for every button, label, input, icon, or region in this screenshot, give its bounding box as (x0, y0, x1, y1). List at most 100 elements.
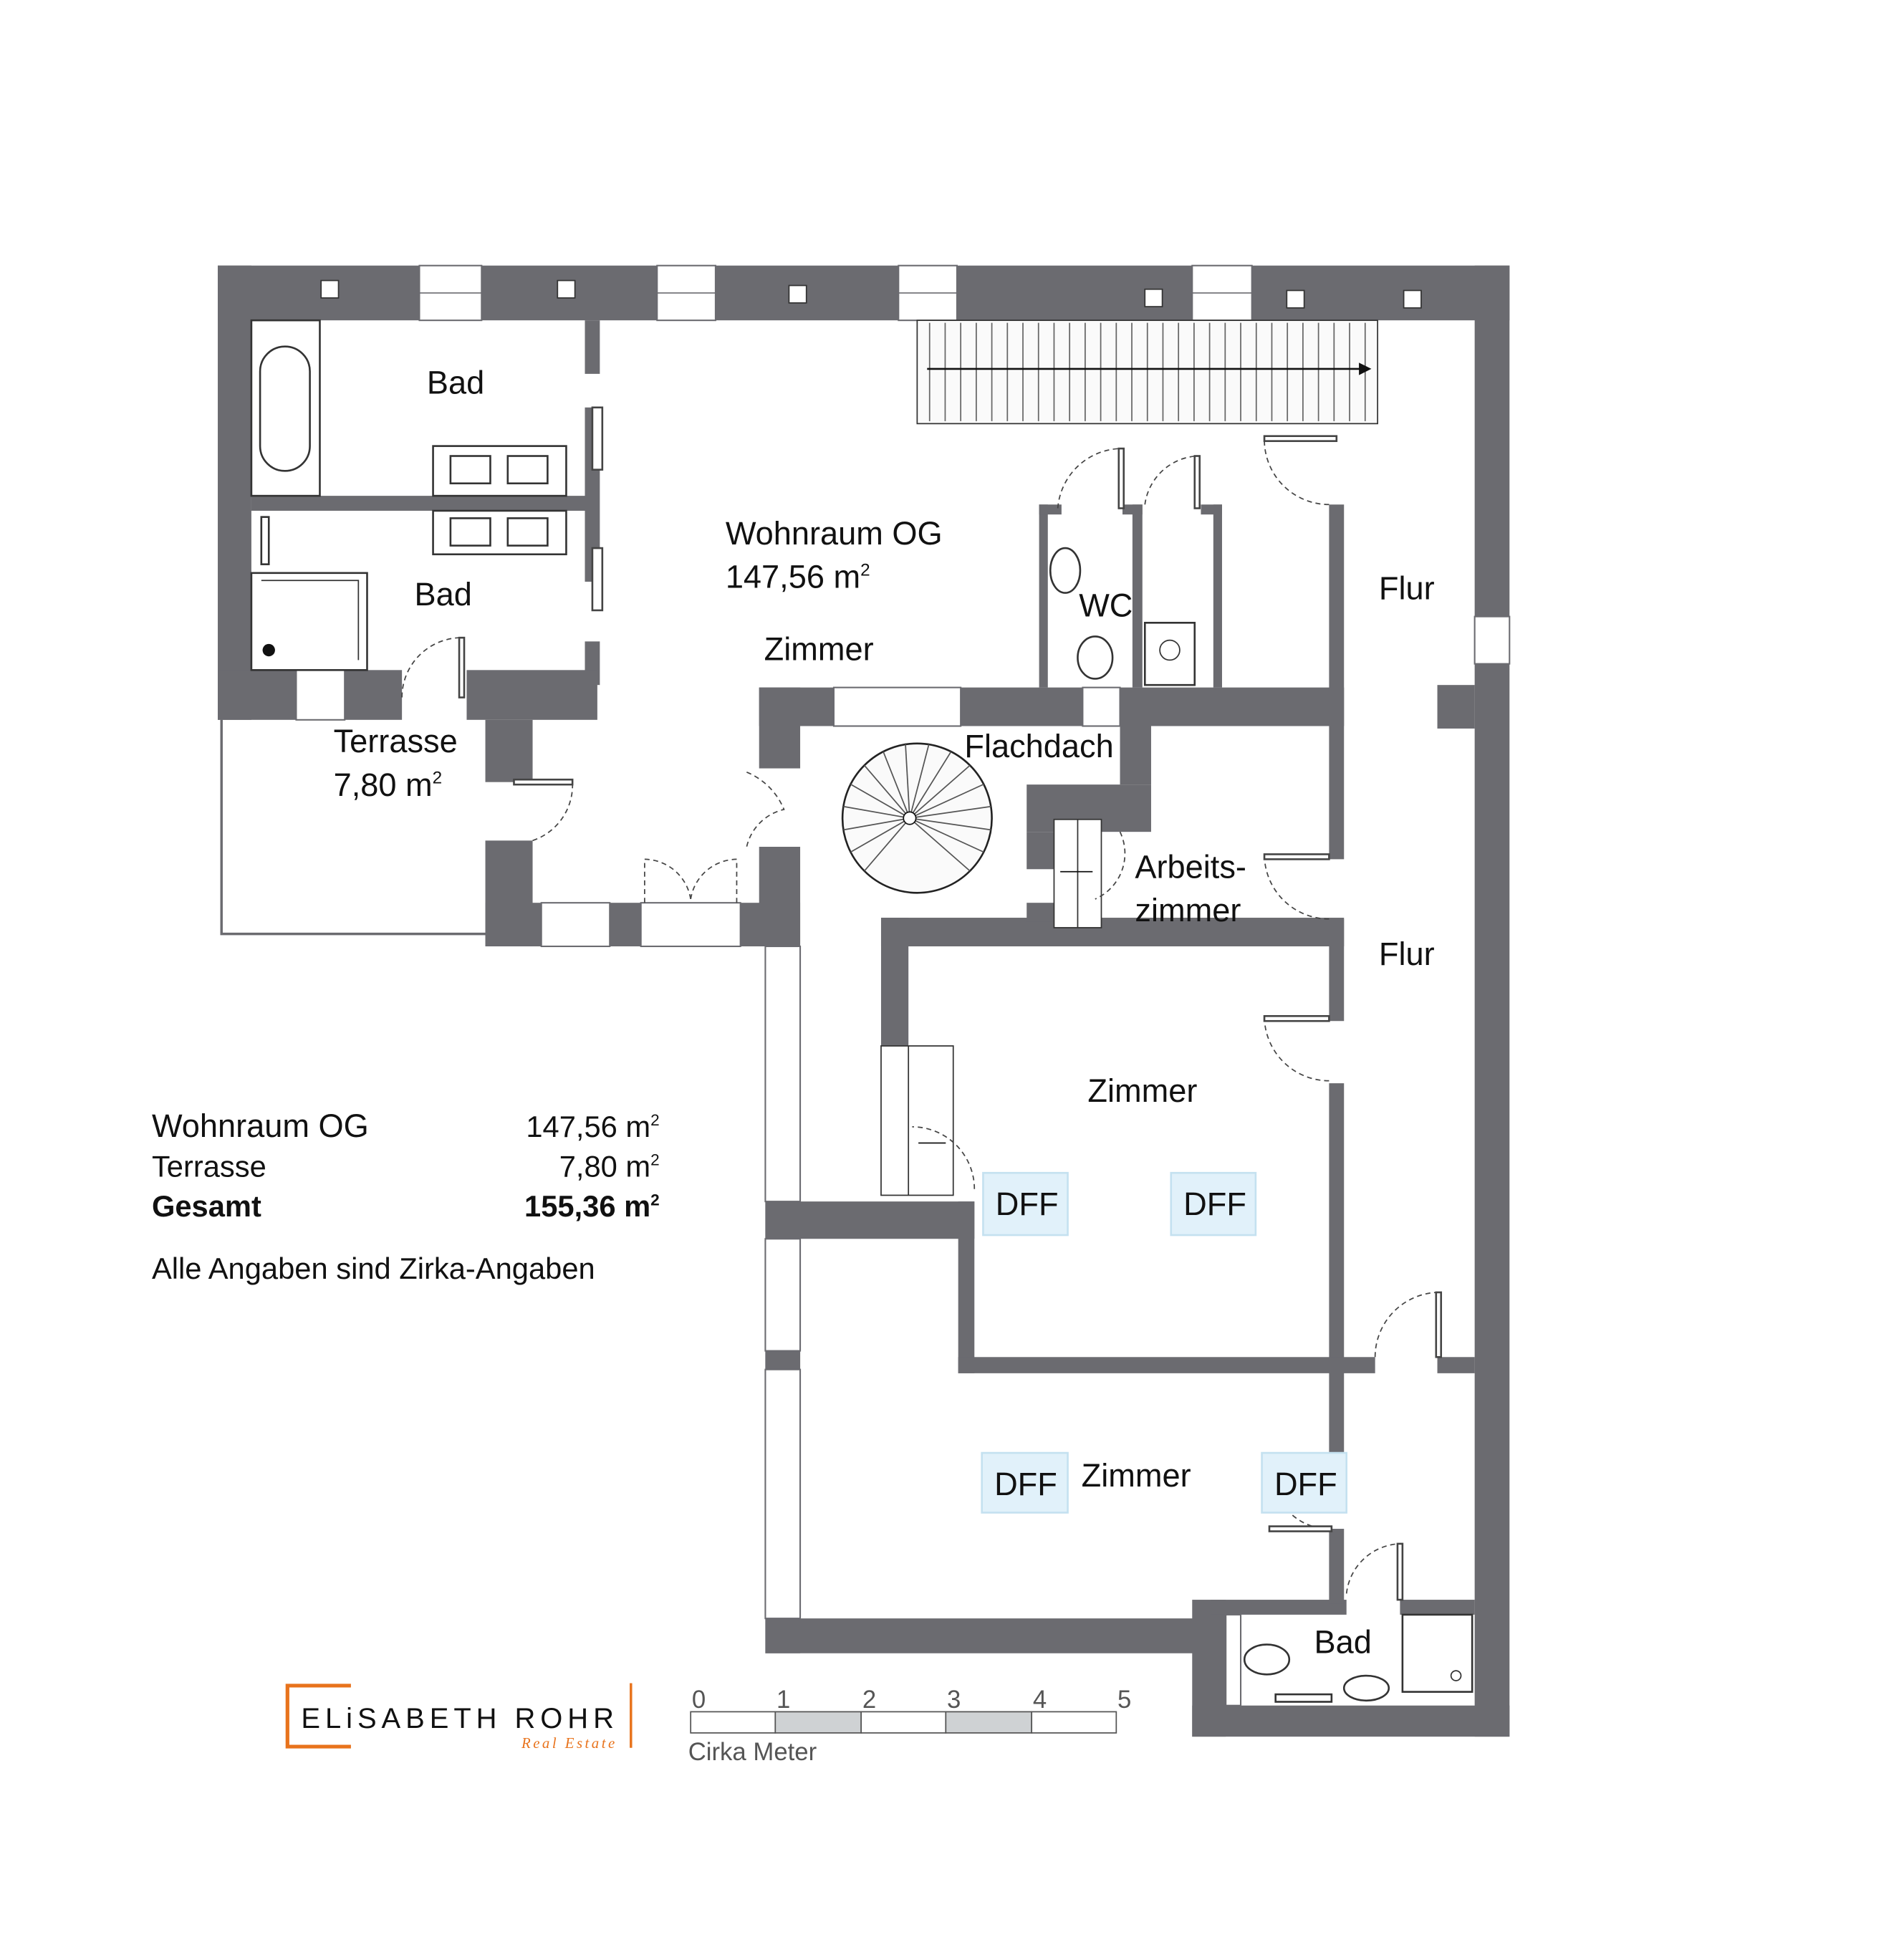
window (764, 1368, 802, 1620)
wall (759, 687, 801, 769)
window (540, 902, 611, 948)
wall (218, 265, 251, 720)
wall (251, 496, 595, 511)
room-label-zimmer-top: Zimmer (764, 630, 874, 667)
window (1473, 615, 1511, 665)
spiral-step (843, 805, 910, 819)
scale-tick: 5 (1117, 1686, 1131, 1714)
scale-segment (690, 1711, 776, 1734)
small-stairs (880, 818, 1102, 1196)
wall (1400, 1600, 1475, 1615)
spiral-step (863, 817, 910, 872)
wall (1474, 265, 1510, 1737)
roof-window (982, 1171, 1069, 1236)
wall (466, 670, 597, 720)
dff-label: DFF (996, 1186, 1059, 1222)
scale-label: Cirka Meter (688, 1739, 817, 1766)
sink (449, 455, 491, 485)
room-labels: Bad Bad Wohnraum OG 147,56 m2 Terrasse 7… (334, 365, 1435, 1661)
wall (1120, 726, 1151, 785)
spiral-step (850, 817, 910, 853)
wall (1329, 1529, 1345, 1604)
room-label-zimmer-middle: Zimmer (1087, 1072, 1197, 1109)
wall (1329, 1083, 1345, 1469)
logo-name: ELiSABETH ROHR (301, 1703, 618, 1734)
summary-label-wohnraum: Wohnraum OG (152, 1108, 369, 1144)
spiral-step (909, 751, 952, 819)
spiral-step (909, 817, 991, 831)
window (295, 669, 346, 721)
pillar (788, 284, 807, 304)
walls (218, 265, 1510, 1737)
wall (765, 1350, 801, 1370)
wall (1132, 504, 1143, 688)
wall (1437, 685, 1475, 729)
spiral-step (883, 751, 910, 819)
spiral-step (850, 783, 910, 819)
scale-segment (774, 1711, 862, 1734)
door-leaf (1435, 1291, 1443, 1358)
scale-tick: 0 (692, 1686, 706, 1714)
fixtures (250, 319, 1473, 1703)
spiral-step (909, 764, 971, 819)
door-leaf (513, 778, 574, 786)
scale-segment (945, 1711, 1033, 1734)
door-leaf (1117, 447, 1125, 509)
room-label-zimmer-bottom: Zimmer (1082, 1457, 1191, 1494)
scale-tick: 3 (947, 1686, 961, 1714)
room-area-wohnraum: 147,56 m2 (726, 559, 870, 595)
scale-tick: 2 (862, 1686, 876, 1714)
roof-window (1170, 1171, 1257, 1236)
room-label-terrasse: Terrasse (334, 723, 458, 759)
room-label-flur-top: Flur (1379, 570, 1435, 606)
summary-value-wohnraum: 147,56 m2 (526, 1110, 659, 1143)
pillars (320, 279, 1422, 309)
sink (449, 517, 491, 547)
dff-label: DFF (1274, 1466, 1337, 1502)
spiral-step (905, 744, 910, 819)
window (1225, 1613, 1242, 1706)
room-label-arbeitszimmer-line2: zimmer (1135, 892, 1241, 928)
pillar (1144, 288, 1163, 307)
terrace-outline (220, 719, 486, 936)
summary-value-total: 155,36 m2 (524, 1189, 660, 1223)
wall (1039, 504, 1062, 515)
wall (759, 847, 801, 946)
scale-tick: 1 (776, 1686, 790, 1714)
roof-window (981, 1451, 1069, 1514)
door-leaf (1263, 853, 1330, 860)
logo-tagline: Real Estate (521, 1734, 617, 1752)
doors (401, 406, 1443, 1601)
pillar (1286, 289, 1305, 309)
spiral-step (909, 783, 984, 819)
door-leaf (591, 547, 604, 612)
door-leaf (1263, 1014, 1330, 1022)
spiral-step (909, 817, 971, 872)
spiral-step (863, 764, 910, 819)
spiral-stairs (841, 742, 993, 894)
window (764, 1238, 802, 1352)
dff-label: DFF (1183, 1186, 1246, 1222)
scale-segment (860, 1711, 947, 1734)
area-summary: Wohnraum OG 147,56 m2 Terrasse 7,80 m2 G… (152, 1108, 660, 1285)
spiral-step (909, 817, 984, 853)
door-leaf (1263, 435, 1338, 442)
spiral-step (909, 744, 930, 819)
wall (1329, 504, 1345, 860)
sink (506, 517, 549, 547)
window (1082, 686, 1121, 727)
wall (1437, 1357, 1475, 1373)
wall (585, 320, 600, 374)
wall (218, 265, 1510, 321)
door-leaf (1396, 1542, 1404, 1601)
roof-window (1261, 1451, 1348, 1514)
summary-label-terrasse: Terrasse (152, 1149, 266, 1183)
wall (1039, 504, 1048, 688)
straight-stairs (916, 320, 1379, 425)
room-label-flur-middle: Flur (1379, 936, 1435, 972)
wall (1213, 504, 1222, 688)
wall (880, 918, 909, 1046)
